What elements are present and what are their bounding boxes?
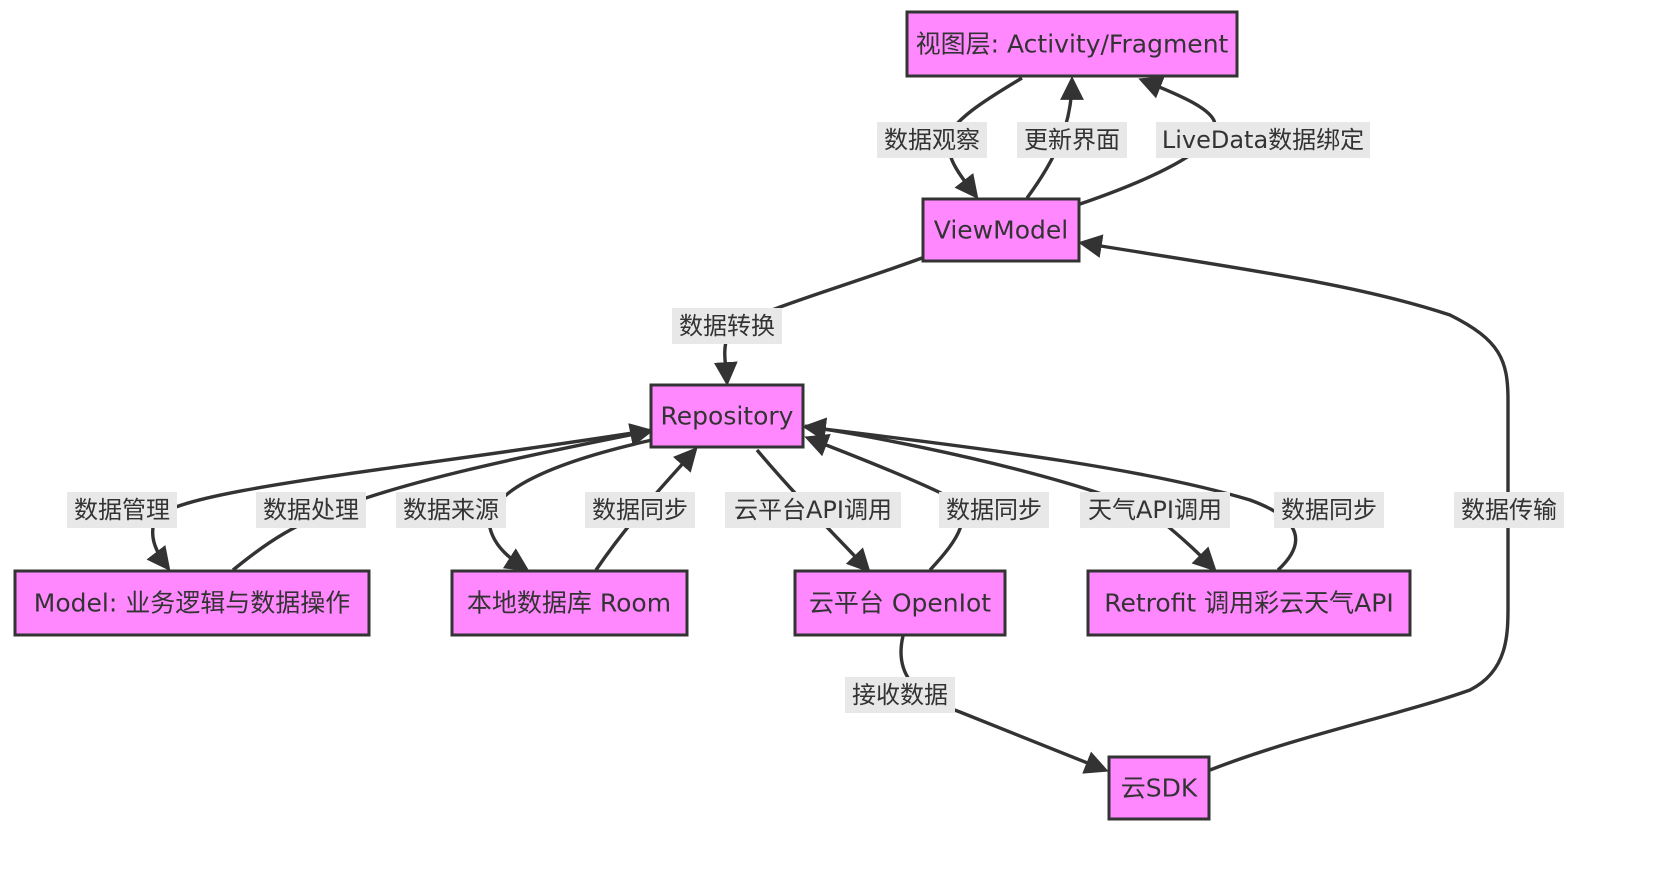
node-viewmodel: ViewModel [921,197,1081,263]
edge-label-text: 云平台API调用 [734,496,892,524]
edge-label-data-observe: 数据观察 [877,122,987,158]
edge-label-livedata-binding: LiveData数据绑定 [1156,122,1370,158]
edge-label-data-sync-openiot: 数据同步 [939,492,1049,528]
edge-label-data-transmit: 数据传输 [1454,492,1564,528]
edge-label-text: 数据同步 [946,496,1042,524]
node-local-db-room: 本地数据库 Room [450,569,689,637]
edge-label-cloud-api-call: 云平台API调用 [725,492,901,528]
node-retrofit-weather: Retrofit 调用彩云天气API [1086,569,1412,637]
edge-label-text: 数据转换 [679,312,775,340]
edge-label-text: 接收数据 [852,681,948,709]
node-model: Model: 业务逻辑与数据操作 [13,569,371,637]
node-repository: Repository [649,383,805,449]
edge-openiot-to-sdk [899,635,1109,774]
edge-label-data-sync-retrofit: 数据同步 [1274,492,1384,528]
node-label: ViewModel [934,216,1068,245]
edge-label-data-manage: 数据管理 [67,492,177,528]
node-label: 本地数据库 Room [467,589,671,618]
node-label: 视图层: Activity/Fragment [916,30,1229,59]
edge-label-data-sync-room: 数据同步 [585,492,695,528]
edge-label-data-transform: 数据转换 [672,308,782,344]
edge-label-text: 更新界面 [1024,126,1120,154]
edge-label-update-ui: 更新界面 [1017,122,1127,158]
node-cloud-openiot: 云平台 OpenIot [793,569,1007,637]
node-cloud-sdk: 云SDK [1107,755,1211,821]
node-label: Retrofit 调用彩云天气API [1104,589,1394,618]
edge-label-text: 数据管理 [74,496,170,524]
edge-label-data-source: 数据来源 [396,492,506,528]
edge-label-text: 天气API调用 [1088,496,1222,524]
node-view-layer: 视图层: Activity/Fragment [905,10,1239,78]
edge-label-text: 数据传输 [1461,496,1557,524]
node-label: 云平台 OpenIot [809,589,991,618]
edge-label-text: 数据来源 [403,496,499,524]
edge-label-text: 数据观察 [884,126,980,154]
edge-repository-to-model [146,428,653,572]
edge-label-text: LiveData数据绑定 [1162,126,1364,154]
node-label: 云SDK [1121,774,1198,803]
edge-label-text: 数据处理 [263,496,359,524]
edge-retrofit-to-repository [802,417,1298,572]
edge-label-text: 数据同步 [1281,496,1377,524]
node-label: Repository [661,402,794,431]
edge-label-receive-data: 接收数据 [845,677,955,713]
node-label: Model: 业务逻辑与数据操作 [34,589,350,618]
edge-label-text: 数据同步 [592,496,688,524]
architecture-diagram: 数据观察 更新界面 LiveData数据绑定 数据转换 数据管理 数据处理 数据… [13,10,1564,821]
edge-label-weather-api-call: 天气API调用 [1080,492,1230,528]
edge-sdk-to-viewmodel [1078,234,1510,772]
edge-label-data-process: 数据处理 [256,492,366,528]
